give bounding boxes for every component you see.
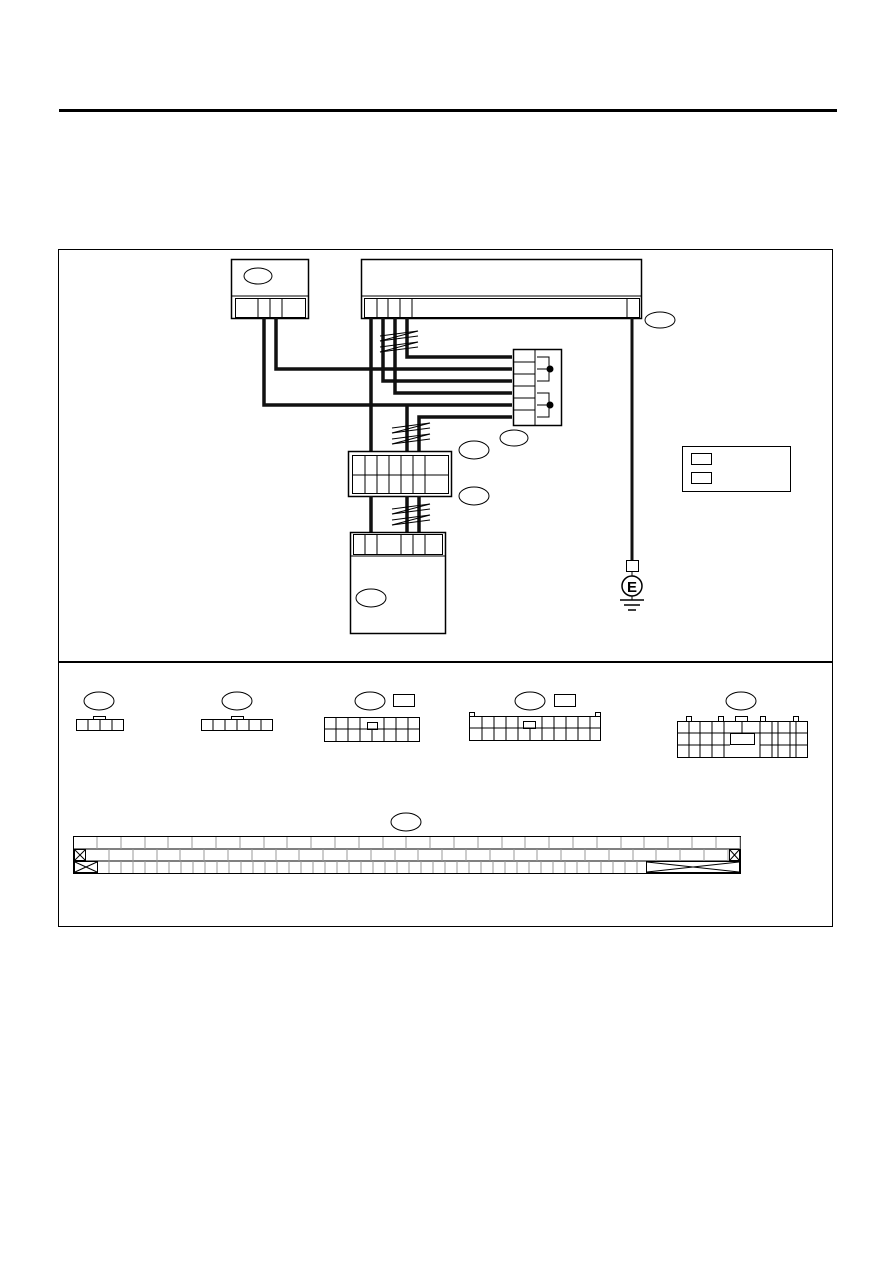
wires-lower — [369, 496, 421, 533]
callout-lower-module — [355, 588, 387, 608]
connector-view-4 — [469, 691, 601, 741]
connector-view-1 — [76, 691, 124, 731]
callout-intermediate-a — [458, 440, 490, 460]
legend-box — [682, 446, 791, 492]
twisted-pair-lower — [391, 503, 431, 526]
joint-connector — [499, 348, 563, 447]
callout-joint-connector — [499, 429, 529, 447]
connector-view-5 — [677, 691, 808, 758]
connector-view-3 — [324, 691, 420, 742]
diagram-frame — [58, 249, 833, 927]
ecu-connector-view — [73, 812, 741, 874]
ground-point — [620, 560, 644, 611]
callout-left-module — [243, 267, 273, 285]
intermediate-connector — [347, 440, 490, 506]
twisted-pair-middle — [391, 422, 431, 445]
wires-left-module — [262, 318, 512, 407]
lower-module — [349, 531, 447, 635]
header-rule — [59, 109, 837, 112]
callout-ground-wire — [644, 311, 676, 329]
wires-control-module — [369, 318, 634, 560]
left-module — [230, 258, 310, 320]
ground-symbol-text: E — [627, 579, 637, 596]
callout-intermediate-b — [458, 486, 490, 506]
control-module — [360, 258, 676, 329]
twisted-pair-top — [379, 330, 419, 353]
connector-view-2 — [201, 691, 273, 731]
